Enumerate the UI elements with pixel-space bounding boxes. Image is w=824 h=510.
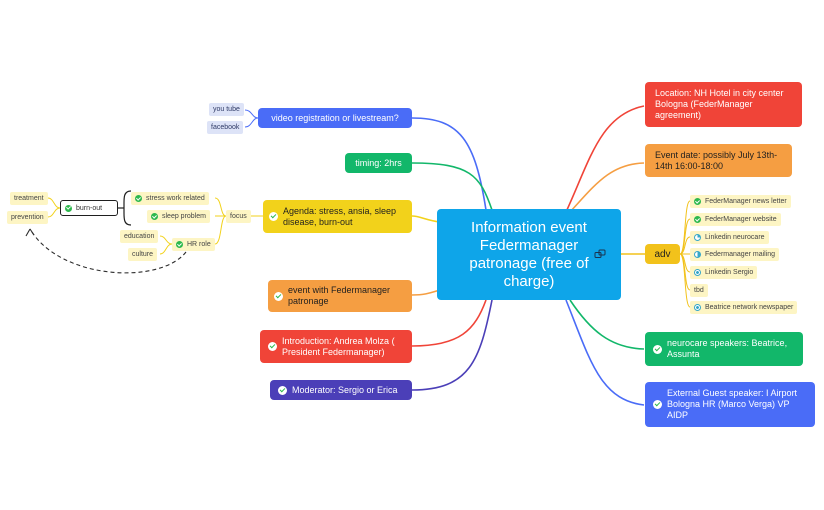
adv-item-label: Beatrice network newspaper <box>705 304 794 311</box>
burnout-item-prevention[interactable]: prevention <box>7 211 48 224</box>
adv-item-beatrice-newspaper[interactable]: Beatrice network newspaper <box>690 301 798 314</box>
focus-item-label: HR role <box>187 241 211 248</box>
video-node[interactable]: video registration or livestream? <box>258 108 412 128</box>
adv-item-linkedin-sergio[interactable]: Linkedin Sergio <box>690 266 758 279</box>
timing-node[interactable]: timing: 2hrs <box>345 153 412 173</box>
burnout-item-label: prevention <box>11 214 44 221</box>
check-icon <box>65 204 72 212</box>
copy-icon[interactable] <box>594 249 606 261</box>
location-node[interactable]: Location: NH Hotel in city center Bologn… <box>645 82 802 127</box>
video-text: video registration or livestream? <box>271 112 399 123</box>
hr-item-label: culture <box>132 251 154 258</box>
event-with-text: event with Federmanager patronage <box>288 285 391 306</box>
external-guest-node[interactable]: External Guest speaker: I Airport Bologn… <box>645 382 815 427</box>
neurocare-speakers-text: neurocare speakers: Beatrice, Assunta <box>667 338 788 359</box>
burnout-node[interactable]: burn-out <box>60 200 118 216</box>
check-icon <box>151 213 158 220</box>
location-text: Location: NH Hotel in city center Bologn… <box>655 88 784 120</box>
video-option-label: you tube <box>213 106 240 113</box>
adv-item-linkedin-neurocare[interactable]: Linkedin neurocare <box>690 231 769 244</box>
video-option-youtube[interactable]: you tube <box>209 103 244 116</box>
progress-pie-icon <box>694 269 701 276</box>
adv-item-label: Linkedin neurocare <box>705 234 765 241</box>
timing-text: timing: 2hrs <box>355 157 402 168</box>
focus-item-stress[interactable]: stress work related <box>131 192 209 205</box>
adv-text: adv <box>654 248 671 260</box>
agenda-text: Agenda: stress, ansia, sleep disease, bu… <box>283 205 397 227</box>
introduction-node[interactable]: Introduction: Andrea Molza ( President F… <box>260 330 412 363</box>
focus-item-label: stress work related <box>146 195 205 202</box>
check-icon <box>653 344 662 354</box>
adv-item-label: Federmanager mailing <box>705 251 776 258</box>
event-date-text: Event date: possibly July 13th-14th 16:0… <box>655 149 778 171</box>
moderator-text: Moderator: Sergio or Erica <box>292 384 398 395</box>
adv-item-tbd[interactable]: tbd <box>690 284 708 297</box>
external-guest-text: External Guest speaker: I Airport Bologn… <box>667 388 798 420</box>
adv-item-label: FederManager website <box>705 216 777 223</box>
progress-pie-icon <box>694 304 701 311</box>
check-icon <box>694 198 701 205</box>
adv-item-label: Linkedin Sergio <box>705 269 754 276</box>
check-icon <box>653 400 662 409</box>
progress-pie-icon <box>694 234 701 241</box>
check-icon <box>269 212 278 221</box>
central-topic-title: Information event Federmanager patronage… <box>469 218 589 290</box>
adv-item-label: tbd <box>694 287 704 294</box>
check-icon <box>268 342 277 351</box>
central-topic[interactable]: Information event Federmanager patronage… <box>437 209 621 300</box>
check-icon <box>176 241 183 248</box>
progress-pie-icon <box>694 251 701 258</box>
adv-item-federmanager-mailing[interactable]: Federmanager mailing <box>690 248 780 261</box>
introduction-text: Introduction: Andrea Molza ( President F… <box>282 335 395 357</box>
focus-node[interactable]: focus <box>226 210 251 223</box>
focus-item-label: sleep problem <box>162 213 206 220</box>
hr-item-label: education <box>124 233 155 240</box>
video-option-label: facebook <box>211 124 240 131</box>
moderator-node[interactable]: Moderator: Sergio or Erica <box>270 380 412 400</box>
focus-item-hr-role[interactable]: HR role <box>172 238 215 251</box>
adv-node[interactable]: adv <box>645 244 680 264</box>
burnout-label: burn-out <box>76 204 103 212</box>
focus-item-sleep[interactable]: sleep problem <box>147 210 210 223</box>
adv-item-label: FederManager news letter <box>705 198 787 205</box>
check-icon <box>278 385 287 395</box>
video-option-facebook[interactable]: facebook <box>207 121 244 134</box>
neurocare-speakers-node[interactable]: neurocare speakers: Beatrice, Assunta <box>645 332 803 366</box>
hr-item-culture[interactable]: culture <box>128 248 158 261</box>
agenda-node[interactable]: Agenda: stress, ansia, sleep disease, bu… <box>263 200 412 233</box>
adv-item-newsletter[interactable]: FederManager news letter <box>690 195 791 208</box>
check-icon <box>135 195 142 202</box>
event-date-node[interactable]: Event date: possibly July 13th-14th 16:0… <box>645 144 792 177</box>
burnout-item-treatment[interactable]: treatment <box>10 192 48 205</box>
burnout-item-label: treatment <box>14 195 44 202</box>
event-with-node[interactable]: event with Federmanager patronage <box>268 280 412 312</box>
focus-label: focus <box>230 213 247 220</box>
check-icon <box>274 291 283 301</box>
hr-item-education[interactable]: education <box>120 230 159 243</box>
check-icon <box>694 216 701 223</box>
adv-item-website[interactable]: FederManager website <box>690 213 781 226</box>
